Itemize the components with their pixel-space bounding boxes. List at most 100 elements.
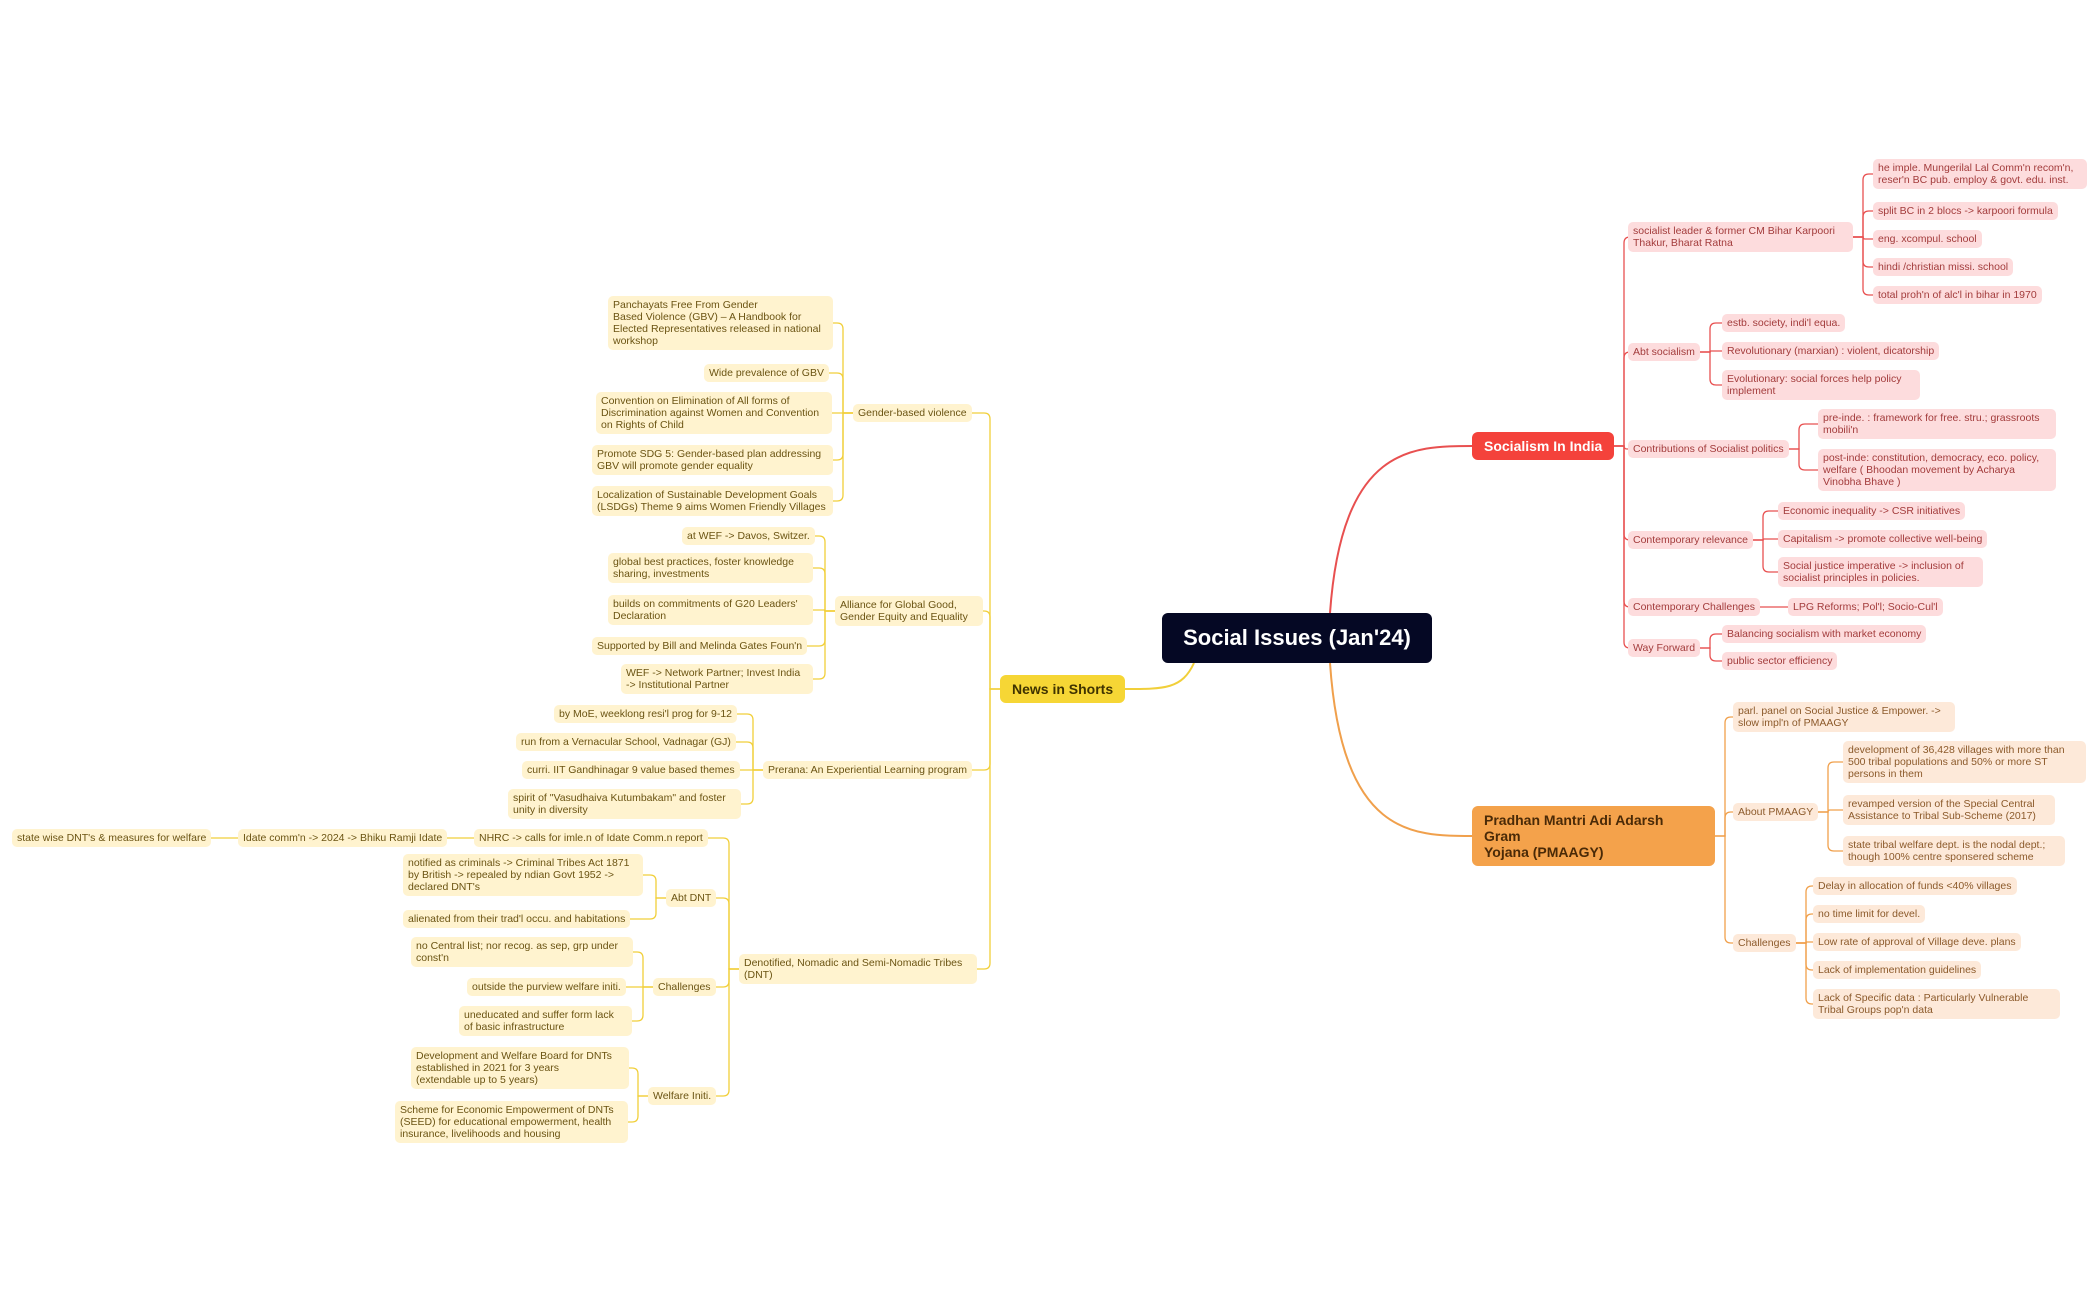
node-alliance-item-1[interactable]: at WEF -> Davos, Switzer. — [682, 527, 815, 545]
line-root-pmaagy — [1329, 662, 1473, 837]
node-contributions[interactable]: Contributions of Socialist politics — [1628, 440, 1789, 458]
node-dnt-challenge-3[interactable]: uneducated and suffer form lack of basic… — [459, 1006, 632, 1036]
node-idate-commission[interactable]: Idate comm'n -> 2024 -> Bhiku Ramji Idat… — [238, 829, 448, 847]
node-prerana-item-4[interactable]: spirit of "Vasudhaiva Kutumbakam" and fo… — [508, 789, 741, 819]
line-relevance-2 — [1753, 539, 1778, 573]
node-way-item-2[interactable]: public sector efficiency — [1722, 652, 1838, 670]
node-karpoori-item-2[interactable]: split BC in 2 blocs -> karpoori formula — [1873, 202, 2058, 220]
node-pmaagy-challenge-1[interactable]: Delay in allocation of funds <40% villag… — [1813, 877, 2017, 895]
node-pmaagy-challenge-2[interactable]: no time limit for devel. — [1813, 905, 1926, 923]
node-prerana-item-3[interactable]: curri. IIT Gandhinagar 9 value based the… — [522, 761, 740, 779]
node-abt-item-1[interactable]: estb. society, indi'l equa. — [1722, 314, 1846, 332]
line-pm-1 — [1715, 811, 1733, 837]
node-about-pmaagy[interactable]: About PMAAGY — [1733, 803, 1819, 821]
line-pmch-3 — [1796, 942, 1813, 971]
node-relevance-item-2[interactable]: Capitalism -> promote collective well-be… — [1778, 530, 1988, 548]
node-about-item-3[interactable]: state tribal welfare dept. is the nodal … — [1843, 836, 2065, 866]
node-contrib-item-1[interactable]: pre-inde. : framework for free. stru.; g… — [1818, 409, 2056, 439]
topic-socialism-in-india[interactable]: Socialism In India — [1472, 432, 1615, 460]
line-news-1 — [983, 610, 1000, 690]
line-root-news — [1124, 662, 1195, 690]
node-abt-socialism[interactable]: Abt socialism — [1628, 343, 1700, 361]
root-topic[interactable]: Social Issues (Jan'24) — [1162, 613, 1432, 663]
line-welfare-1 — [628, 1095, 648, 1123]
node-gbv-item-5[interactable]: Localization of Sustainable Development … — [592, 486, 833, 516]
node-way-item-1[interactable]: Balancing socialism with market economy — [1722, 625, 1927, 643]
line-contrib-1 — [1789, 448, 1818, 471]
node-challenges-item-1[interactable]: LPG Reforms; Pol'l; Socio-Cul'l — [1788, 598, 1943, 616]
node-contrib-item-2[interactable]: post-inde: constitution, democracy, eco.… — [1818, 449, 2056, 491]
node-about-item-1[interactable]: development of 36,428 villages with more… — [1843, 741, 2086, 783]
line-pm-0 — [1715, 716, 1733, 837]
line-abtdnt-0 — [643, 874, 666, 899]
node-prerana-item-1[interactable]: by MoE, weeklong resi'l prog for 9-12 — [554, 705, 738, 723]
line-news-3 — [977, 688, 1000, 970]
node-karpoori-item-3[interactable]: eng. xcompul. school — [1873, 230, 1982, 248]
node-alliance-global-good[interactable]: Alliance for Global Good, Gender Equity … — [835, 596, 983, 626]
line-abt-2 — [1700, 351, 1722, 386]
node-pmaagy-challenge-4[interactable]: Lack of implementation guidelines — [1813, 961, 1982, 979]
node-gbv-item-3[interactable]: Convention on Elimination of All forms o… — [596, 392, 832, 434]
node-contemporary-relevance[interactable]: Contemporary relevance — [1628, 531, 1753, 549]
line-news-2 — [972, 688, 1000, 771]
node-pmaagy-challenge-3[interactable]: Low rate of approval of Village deve. pl… — [1813, 933, 2021, 951]
node-karpoori-item-1[interactable]: he imple. Mungerilal Lal Comm'n recom'n,… — [1873, 159, 2087, 189]
line-prerana-0 — [737, 713, 763, 771]
node-contemporary-challenges[interactable]: Contemporary Challenges — [1628, 598, 1760, 616]
line-gbv-1 — [829, 372, 853, 414]
node-gender-based-violence[interactable]: Gender-based violence — [853, 404, 972, 422]
node-relevance-item-1[interactable]: Economic inequality -> CSR initiatives — [1778, 502, 1966, 520]
line-dnt-0 — [708, 837, 739, 970]
node-dnt-challenges[interactable]: Challenges — [653, 978, 716, 996]
node-prerana[interactable]: Prerana: An Experiential Learning progra… — [763, 761, 973, 779]
node-alliance-item-5[interactable]: WEF -> Network Partner; Invest India -> … — [621, 664, 813, 694]
topic-news-in-shorts[interactable]: News in Shorts — [1000, 675, 1126, 703]
line-soc-5 — [1614, 445, 1631, 649]
line-relevance-0 — [1753, 510, 1778, 541]
node-karpoori-thakur[interactable]: socialist leader & former CM Bihar Karpo… — [1628, 222, 1853, 252]
node-dnt[interactable]: Denotified, Nomadic and Semi-Nomadic Tri… — [739, 954, 977, 984]
line-news-0 — [972, 412, 1000, 690]
node-gbv-item-1[interactable]: Panchayats Free From Gender Based Violen… — [608, 296, 833, 350]
node-alliance-item-4[interactable]: Supported by Bill and Melinda Gates Foun… — [592, 637, 808, 655]
node-karpoori-item-5[interactable]: total proh'n of alc'l in bihar in 1970 — [1873, 286, 2042, 304]
node-abt-dnt-item-2[interactable]: alienated from their trad'l occu. and ha… — [403, 910, 631, 928]
line-dnt-1 — [716, 897, 739, 970]
line-dntch-2 — [632, 986, 653, 1022]
line-gbv-4 — [833, 412, 853, 502]
line-dnt-3 — [716, 968, 739, 1097]
node-prerana-item-2[interactable]: run from a Vernacular School, Vadnagar (… — [516, 733, 736, 751]
node-dnt-challenge-2[interactable]: outside the purview welfare initi. — [467, 978, 626, 996]
node-abt-dnt[interactable]: Abt DNT — [666, 889, 717, 907]
node-alliance-item-3[interactable]: builds on commitments of G20 Leaders' De… — [608, 595, 813, 625]
line-about-0 — [1818, 761, 1843, 813]
node-dnt-challenge-1[interactable]: no Central list; nor recog. as sep, grp … — [411, 937, 633, 967]
line-alliance-0 — [815, 535, 835, 612]
line-root-socialism — [1329, 445, 1473, 614]
node-way-forward[interactable]: Way Forward — [1628, 639, 1701, 657]
node-abt-dnt-item-1[interactable]: notified as criminals -> Criminal Tribes… — [403, 854, 643, 896]
node-nhrc[interactable]: NHRC -> calls for imle.n of Idate Comm.n… — [474, 829, 708, 847]
node-gbv-item-2[interactable]: Wide prevalence of GBV — [704, 364, 829, 382]
line-pmch-1 — [1796, 913, 1813, 944]
node-alliance-item-2[interactable]: global best practices, foster knowledge … — [608, 553, 813, 583]
node-pmaagy-challenge-5[interactable]: Lack of Specific data : Particularly Vul… — [1813, 989, 2060, 1019]
node-welfare-initi[interactable]: Welfare Initi. — [648, 1087, 717, 1105]
node-abt-item-3[interactable]: Evolutionary: social forces help policy … — [1722, 370, 1920, 400]
node-pmaagy-challenges[interactable]: Challenges — [1733, 934, 1796, 952]
node-welfare-item-1[interactable]: Development and Welfare Board for DNTs e… — [411, 1047, 629, 1089]
node-abt-item-2[interactable]: Revolutionary (marxian) : violent, dicat… — [1722, 342, 1940, 360]
line-prerana-3 — [741, 769, 763, 805]
line-soc-4 — [1614, 445, 1631, 608]
node-statewise-dnt[interactable]: state wise DNT's & measures for welfare — [12, 829, 212, 847]
node-gbv-item-4[interactable]: Promote SDG 5: Gender-based plan address… — [592, 445, 833, 475]
node-karpoori-item-4[interactable]: hindi /christian missi. school — [1873, 258, 2014, 276]
node-parl-panel[interactable]: parl. panel on Social Justice & Empower.… — [1733, 702, 1955, 732]
node-relevance-item-3[interactable]: Social justice imperative -> inclusion o… — [1778, 557, 1983, 587]
node-welfare-item-2[interactable]: Scheme for Economic Empowerment of DNTs … — [395, 1101, 628, 1143]
topic-pmaagy[interactable]: Pradhan Mantri Adi Adarsh Gram Yojana (P… — [1472, 806, 1715, 866]
line-karpoori-1 — [1853, 210, 1873, 238]
node-about-item-2[interactable]: revamped version of the Special Central … — [1843, 795, 2055, 825]
line-contrib-0 — [1789, 423, 1818, 450]
